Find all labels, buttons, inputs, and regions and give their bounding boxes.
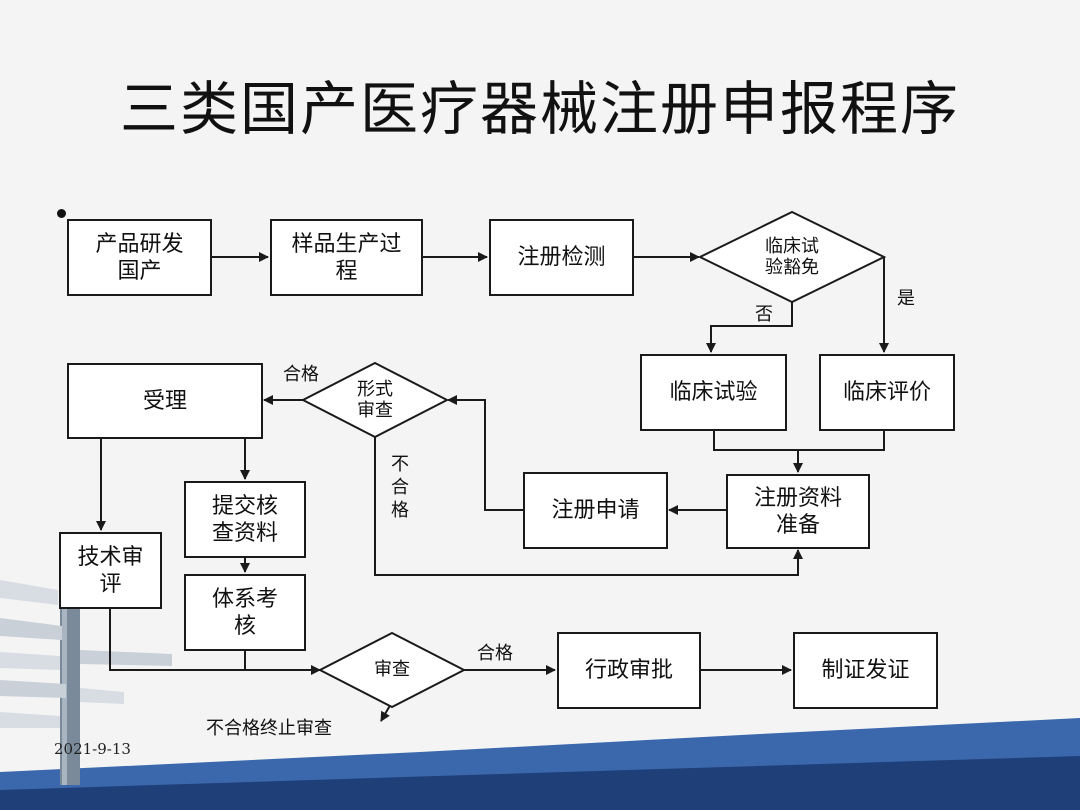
node-sample-production: 样品生产过程 <box>270 219 423 296</box>
node-clinical-trial: 临床试验 <box>640 354 787 431</box>
diamond-review <box>317 631 467 709</box>
node-technical-review: 技术审评 <box>59 532 162 609</box>
edge-label-fail-formal: 不合格 <box>391 454 409 521</box>
node-registration-test: 注册检测 <box>489 219 634 296</box>
slide-date: 2021-9-13 <box>54 740 131 758</box>
node-admin-approval: 行政审批 <box>557 632 701 709</box>
bullet-dot <box>57 209 66 218</box>
diamond-formal-review <box>300 361 450 439</box>
node-product-rd: 产品研发国产 <box>67 219 212 296</box>
node-submit-verification: 提交核查资料 <box>184 481 306 558</box>
label-review: 审查 <box>374 659 410 680</box>
edge-label-no: 否 <box>755 304 773 325</box>
node-system-assessment: 体系考核 <box>184 574 306 651</box>
label-formal-review: 形式审查 <box>357 379 393 421</box>
page-title: 三类国产医疗器械注册申报程序 <box>119 75 960 143</box>
edge-label-pass-formal: 合格 <box>283 364 319 385</box>
edge-label-yes: 是 <box>897 288 915 309</box>
edge-label-fail-terminate: 不合格终止审查 <box>206 718 332 739</box>
edge-label-pass-review: 合格 <box>477 643 513 664</box>
node-registration-application: 注册申请 <box>523 472 668 549</box>
diamond-clinical-exempt <box>697 210 887 304</box>
node-clinical-evaluation: 临床评价 <box>819 354 955 431</box>
node-registration-docs: 注册资料准备 <box>726 474 870 549</box>
signpost-icon <box>0 580 172 785</box>
node-acceptance: 受理 <box>67 363 263 439</box>
label-clinical-exempt: 临床试验豁免 <box>765 236 819 278</box>
node-certificate-issue: 制证发证 <box>793 632 938 709</box>
